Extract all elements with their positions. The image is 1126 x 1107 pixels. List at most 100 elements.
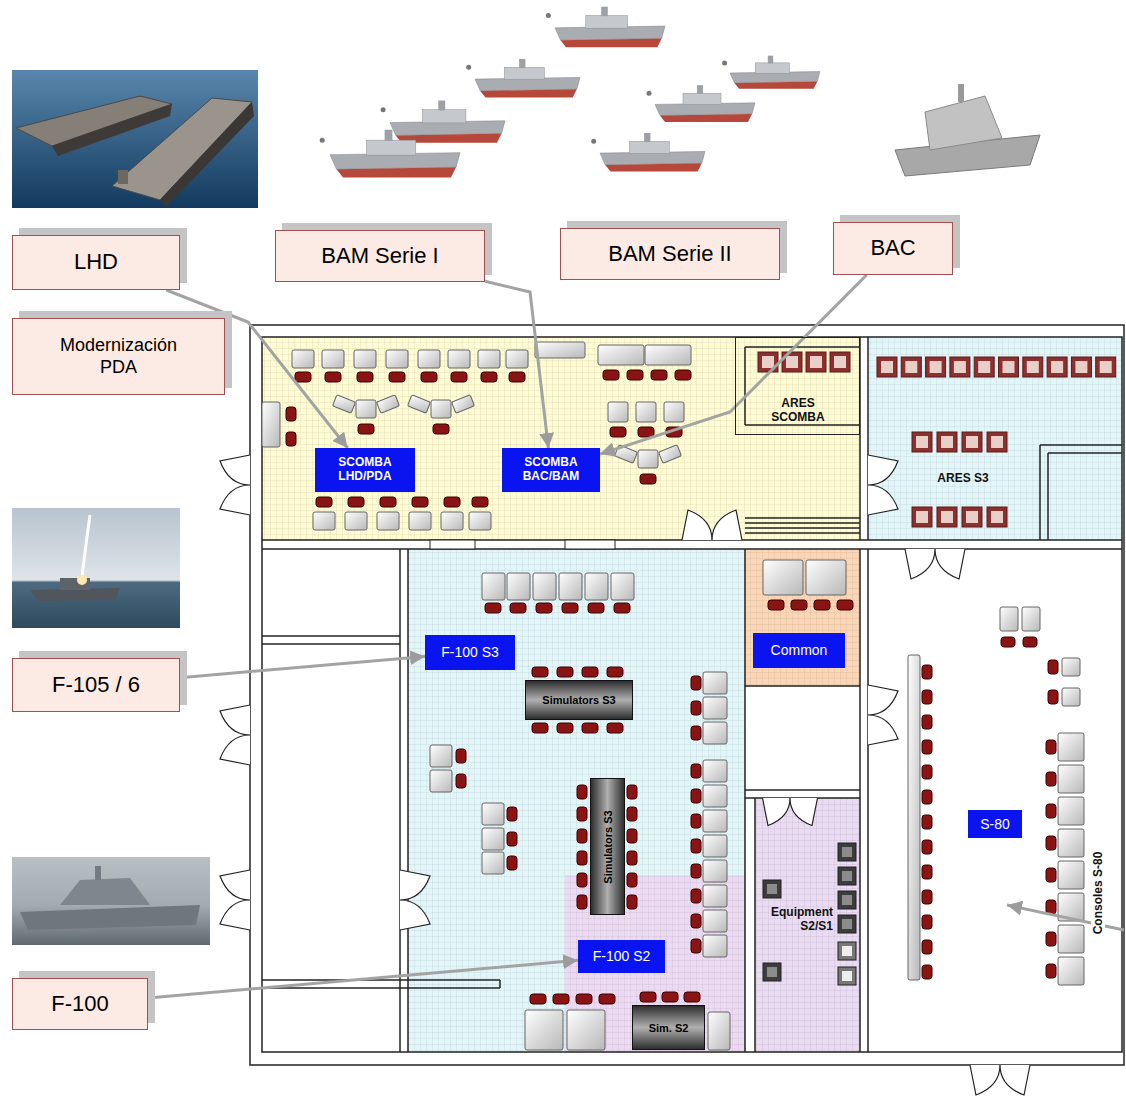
equipment-rack	[838, 867, 856, 885]
arrow-connector	[600, 275, 867, 454]
desk	[478, 350, 500, 368]
desk	[703, 860, 727, 882]
equipment-rack	[838, 942, 856, 960]
helicopter	[722, 60, 727, 65]
desk	[1062, 658, 1080, 676]
workstation	[962, 432, 982, 452]
wall-line	[745, 424, 860, 426]
desk	[703, 672, 727, 694]
workstation	[937, 432, 957, 452]
ship-photo	[12, 70, 258, 208]
room-fill	[262, 337, 860, 540]
chair	[638, 427, 654, 437]
door-symbol	[868, 685, 898, 745]
chair	[577, 895, 587, 909]
callout-box: F-105 / 6	[12, 658, 180, 712]
wall-line	[1040, 444, 1122, 446]
chair	[1048, 690, 1058, 704]
wall-line	[859, 549, 861, 1052]
node-text: F-100	[51, 991, 108, 1017]
chair	[691, 864, 701, 878]
chair	[1046, 932, 1056, 946]
ship-waterline	[605, 163, 702, 171]
node-text: SCOMBA BAC/BAM	[509, 456, 593, 484]
chair	[603, 370, 619, 380]
desk	[1062, 688, 1080, 706]
wall-line	[754, 798, 756, 1052]
desk	[559, 573, 582, 600]
chair	[456, 749, 466, 763]
workstation-screen	[1003, 361, 1015, 373]
chair	[691, 676, 701, 690]
desk	[322, 350, 344, 368]
workstation-screen	[954, 361, 966, 373]
workstation-screen	[966, 436, 978, 448]
ship-superstructure	[504, 67, 544, 79]
chair	[691, 726, 701, 740]
desk	[806, 560, 846, 595]
ship-superstructure	[422, 110, 466, 123]
callout-box: BAM Serie I	[275, 230, 485, 282]
desk	[407, 395, 430, 414]
door-symbol	[763, 798, 818, 826]
workstation	[937, 507, 957, 527]
wall-line	[1048, 452, 1122, 454]
room-fill	[745, 549, 860, 686]
chair	[582, 667, 598, 677]
workstation-screen	[978, 361, 990, 373]
door-symbol	[970, 1065, 1030, 1095]
desk	[638, 450, 658, 468]
ship-illustration	[591, 133, 705, 172]
chair	[627, 807, 637, 821]
node-text: Simulators S3	[542, 694, 615, 706]
chair	[553, 994, 569, 1004]
desk	[763, 560, 803, 595]
wall-line	[744, 549, 746, 1052]
chair	[577, 829, 587, 843]
chair	[814, 600, 830, 610]
wall-opening	[430, 540, 475, 549]
desk	[703, 835, 727, 857]
missile-flash	[77, 575, 87, 585]
chair	[1046, 964, 1056, 978]
chair	[577, 873, 587, 887]
equipment-panel	[842, 946, 852, 956]
chair	[485, 603, 501, 613]
desk	[386, 350, 408, 368]
room-label: F-100 S3	[425, 635, 515, 670]
workstation	[912, 432, 932, 452]
ship-mast	[601, 7, 608, 17]
wall-line	[1039, 445, 1041, 540]
chair	[662, 992, 678, 1002]
room-grid	[408, 549, 745, 1052]
wall-line	[499, 980, 501, 988]
desk	[703, 785, 727, 807]
desk	[356, 400, 376, 418]
workstation	[1071, 357, 1091, 377]
chair	[922, 765, 932, 779]
frigate-mast	[95, 866, 101, 880]
chair	[922, 740, 932, 754]
callout-box: LHD	[12, 235, 180, 290]
carrier-hull	[52, 104, 172, 156]
workstation	[912, 507, 932, 527]
chair	[286, 432, 296, 446]
arrow-connector	[180, 656, 425, 677]
desk	[482, 573, 505, 600]
chair	[599, 994, 615, 1004]
chair	[357, 372, 373, 382]
chair	[286, 407, 296, 421]
frigate-photo	[12, 857, 210, 945]
ship-waterline	[337, 167, 457, 177]
desk	[703, 810, 727, 832]
ship-mast	[385, 130, 393, 141]
wall-opening	[565, 540, 615, 549]
workstation	[1023, 357, 1043, 377]
wall-line	[262, 635, 400, 637]
chair	[607, 667, 623, 677]
chair	[627, 895, 637, 909]
room-label: SCOMBA LHD/PDA	[315, 448, 415, 492]
desk	[441, 512, 463, 530]
outer-wall	[250, 325, 1124, 1065]
desk	[525, 1010, 563, 1050]
